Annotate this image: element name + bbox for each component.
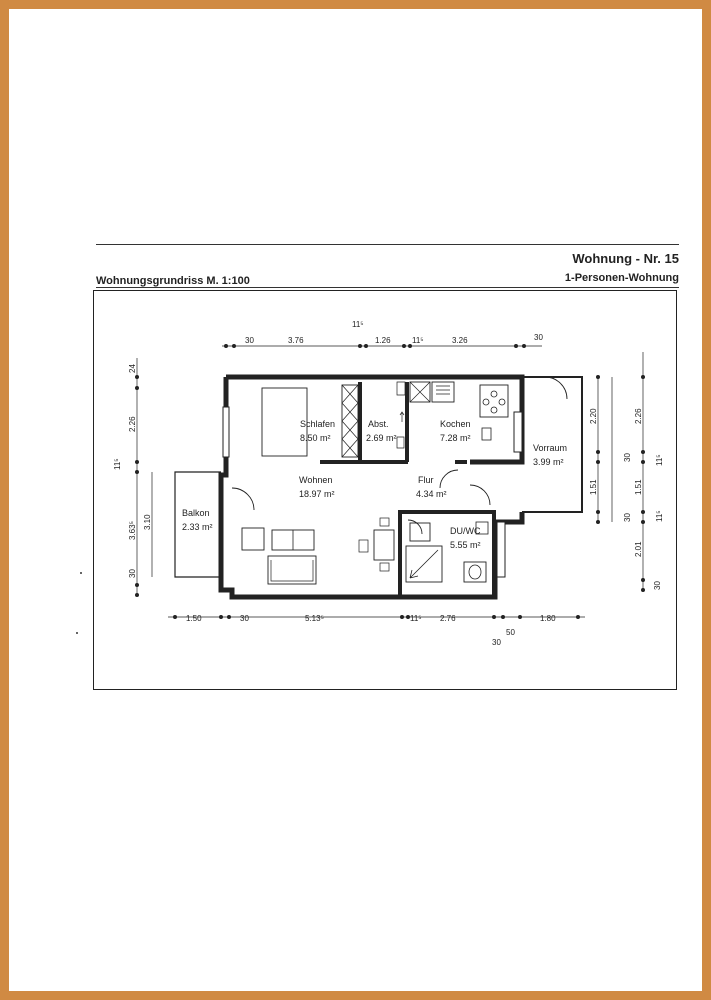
kitchen-bin — [481, 427, 492, 441]
balkon-outline — [174, 471, 221, 578]
kitchen-unit-1 — [409, 381, 431, 403]
shower — [405, 545, 443, 583]
wall-outer — [218, 377, 525, 600]
dim-bottom-4: 2.76 — [440, 614, 456, 623]
dim-top-4: 11⁵ — [412, 336, 424, 345]
dim-right-outer-2: 2.01 — [634, 541, 643, 557]
room-name-duwc: DU/WC — [450, 526, 481, 536]
door-arc-vorraum-entry — [544, 376, 568, 400]
room-area-schlafen: 8.50 m² — [300, 433, 331, 443]
dim-bottom-5: 1.80 — [540, 614, 556, 623]
room-name-balkon: Balkon — [182, 508, 210, 518]
vorraum-outline — [522, 376, 583, 513]
room-area-wohnen: 18.97 m² — [299, 489, 335, 499]
dim-top-0: 30 — [245, 336, 254, 345]
room-name-wohnen: Wohnen — [299, 475, 332, 485]
dim-left-2: 11⁵ — [113, 458, 122, 470]
dimension-ticks — [135, 344, 645, 619]
toilet — [463, 561, 487, 583]
wardrobe — [341, 384, 359, 458]
header-bottom-rule — [96, 287, 679, 288]
room-name-abst: Abst. — [368, 419, 389, 429]
door-arc-bath — [407, 519, 423, 535]
dim-top-5: 3.26 — [452, 336, 468, 345]
dim-top-3: 1.26 — [375, 336, 391, 345]
window-kitchen — [513, 411, 523, 453]
dim-left-1: 2.26 — [128, 416, 137, 432]
dim-top-1: 3.76 — [288, 336, 304, 345]
dim-right-mid-1: 1.51 — [634, 479, 643, 495]
dim-bottom-1: 30 — [240, 614, 249, 623]
document-page — [9, 9, 702, 991]
scan-speck — [80, 572, 82, 574]
room-area-duwc: 5.55 m² — [450, 540, 481, 550]
door-arc-flur — [469, 484, 491, 506]
room-area-kochen: 7.28 m² — [440, 433, 471, 443]
dim-bottom-3: 11⁵ — [410, 614, 422, 623]
dim-bottom-6: 50 — [506, 628, 515, 637]
dim-right-inner-2: 1.51 — [589, 479, 598, 495]
dim-right-outer-1: 11⁵ — [655, 510, 664, 522]
dim-right-outer-0: 11⁵ — [655, 454, 664, 466]
armchair-left — [241, 527, 265, 551]
dim-right-inner-1: 30 — [623, 453, 632, 462]
scan-speck — [76, 632, 78, 634]
window-bath — [496, 521, 506, 578]
dim-bottom-7: 30 — [492, 638, 501, 647]
dim-top-6: 30 — [534, 333, 543, 342]
dim-right-outer-3: 30 — [653, 581, 662, 590]
dim-right-mid-0: 2.26 — [634, 408, 643, 424]
bed — [261, 387, 308, 457]
room-name-kochen: Kochen — [440, 419, 471, 429]
dining-table — [373, 529, 395, 561]
plan-frame — [93, 290, 677, 690]
window-west — [222, 406, 230, 458]
sofa — [267, 555, 317, 585]
header-top-rule — [96, 244, 679, 245]
washbasin — [409, 522, 431, 542]
dim-left-4: 30 — [128, 569, 137, 578]
dim-right-inner-3: 30 — [623, 513, 632, 522]
kitchen-sink — [431, 381, 455, 403]
apartment-type: 1-Personen-Wohnung — [564, 272, 679, 284]
dim-left-inner-0: 3.10 — [143, 514, 152, 530]
door-arc-balkon — [231, 487, 255, 511]
room-area-balkon: 2.33 m² — [182, 522, 213, 532]
dim-left-3: 3.63⁵ — [128, 521, 137, 540]
door-arc-kochen — [439, 469, 459, 489]
dim-bottom-2: 5.13⁵ — [305, 614, 324, 623]
room-area-abst: 2.69 m² — [366, 433, 397, 443]
room-name-vorraum: Vorraum — [533, 443, 567, 453]
wall-bath-north — [398, 510, 496, 597]
room-name-schlafen: Schlafen — [300, 419, 335, 429]
dim-top-2: 11⁵ — [352, 320, 364, 329]
dim-bottom-0: 1.50 — [186, 614, 202, 623]
dim-right-inner-0: 2.20 — [589, 408, 598, 424]
room-area-flur: 4.34 m² — [416, 489, 447, 499]
dimension-lines — [136, 345, 644, 618]
kitchen-stove — [479, 384, 509, 418]
plan-title: Wohnungsgrundriss M. 1:100 — [96, 275, 250, 287]
room-area-vorraum: 3.99 m² — [533, 457, 564, 467]
apartment-number: Wohnung - Nr. 15 — [572, 251, 679, 266]
dim-left-0: 24 — [128, 364, 137, 373]
room-name-flur: Flur — [418, 475, 434, 485]
